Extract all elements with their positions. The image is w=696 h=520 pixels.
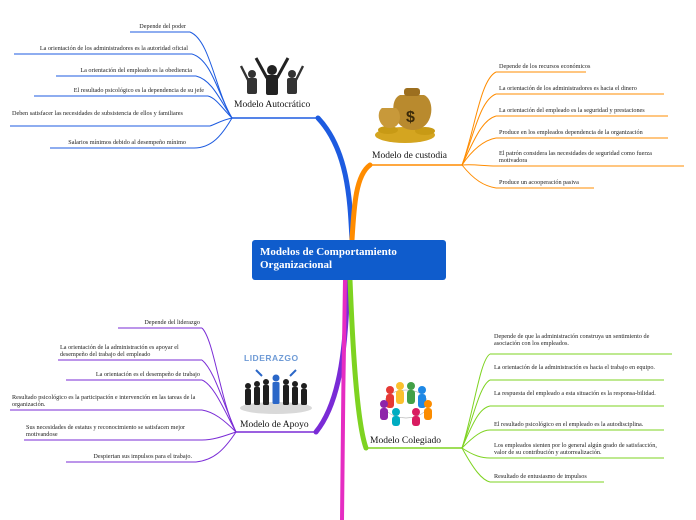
trunk-colegiado [347,277,369,451]
raised-arms-people-icon [239,57,305,95]
central-topic[interactable]: Modelos de Comportamiento Organizacional [252,240,446,280]
leaf-autocratico-4[interactable]: El resultado psicológico es la dependenc… [73,87,204,94]
svg-text:$: $ [406,109,415,126]
leaf-colegiado-6[interactable]: Resultado de entusiasmo de impulsos [494,473,587,480]
branch-apoyo-label[interactable]: Modelo de Apoyo [240,420,309,430]
leaf-apoyo-1[interactable]: Depende del liderazgo [144,319,200,326]
liderazgo-icon-caption: LIDERAZGO [244,353,299,363]
leaf-custodia-1[interactable]: Depende de los recursos económicos [499,63,591,70]
leaf-custodia-3[interactable]: La orientación del empleado es la seguri… [499,107,645,114]
trunk-custodia [349,162,373,243]
leaf-colegiado-2[interactable]: La orientación de la administración es h… [494,364,655,371]
leaf-colegiado-1[interactable]: Depende de que la administración constru… [494,333,650,348]
leadership-group-icon [240,369,312,414]
trunk-apoyo [313,277,351,435]
leaf-autocratico-6[interactable]: Salarios mínimos debido al desempeño mín… [68,139,186,146]
leaf-custodia-5[interactable]: El patrón considera las necesidades de s… [499,150,652,165]
leaf-colegiado-5[interactable]: Los empleados sienten por lo general alg… [494,442,657,457]
leaf-custodia-6[interactable]: Produce un acooperación pasiva [499,179,579,186]
leaf-autocratico-2[interactable]: La orientación de los administradores es… [39,45,188,52]
central-topic-title: Modelos de Comportamiento Organizacional [260,246,397,271]
leaf-autocratico-1[interactable]: Depende del poder [139,23,186,30]
leaf-autocratico-5[interactable]: Deben satisfacer las necesidades de subs… [12,110,183,117]
trunk-extra [340,278,347,520]
leaf-apoyo-6[interactable]: Despiertan sus impulsos para el trabajo. [93,453,192,460]
money-bags-icon: $ [375,88,435,143]
leaf-custodia-4[interactable]: Produce en los empleados dependencia de … [499,129,643,136]
branch-custodia-label[interactable]: Modelo de custodia [372,151,447,161]
leaf-apoyo-3[interactable]: La orientación es el desempeño de trabaj… [95,371,200,378]
leaf-colegiado-4[interactable]: El resultado psicológico en el empleado … [494,421,644,428]
leaf-custodia-2[interactable]: La orientación de los administradores es… [499,85,637,92]
leaf-apoyo-4[interactable]: Resultado psicológico es la participació… [12,394,196,409]
people-circle-icon [380,382,432,426]
leaf-apoyo-2[interactable]: La orientación de la administración es a… [60,344,179,359]
trunk-autocratico [315,115,355,243]
leaf-colegiado-3[interactable]: La respuesta del empleado a esta situaci… [494,390,656,397]
branch-autocratico-label[interactable]: Modelo Autocrático [234,100,311,110]
branch-colegiado-label[interactable]: Modelo Colegiado [370,436,441,446]
leaf-autocratico-3[interactable]: La orientación del empleado es la obedie… [80,67,192,74]
leaf-apoyo-5[interactable]: Sus necesidades de estatus y reconocimie… [26,424,186,439]
